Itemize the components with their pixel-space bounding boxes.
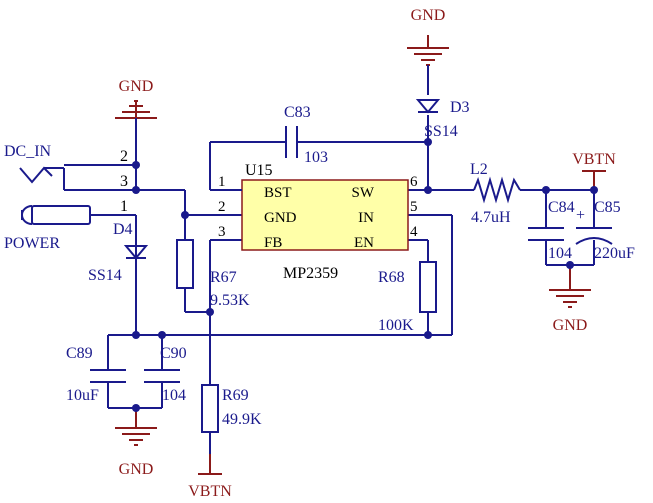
r68-ref: R68 [378, 269, 405, 286]
u15-pin-in: IN [358, 210, 374, 226]
vbtn-label-top: VBTN [572, 151, 616, 168]
u15-pin-3-num: 3 [218, 224, 226, 240]
resistor-r67: R67 9.53K [176, 239, 250, 309]
l2-ref: L2 [470, 161, 488, 178]
u15-pin-1-num: 1 [218, 174, 226, 190]
u15-pin-6-num: 6 [410, 174, 418, 190]
resistor-r68: R68 100K [378, 261, 437, 334]
capacitor-c83: C83 103 [284, 104, 328, 166]
vbtn-symbol-top: VBTN [572, 151, 616, 190]
gnd-label-input-caps: GND [119, 461, 154, 478]
u15-part: MP2359 [283, 265, 338, 282]
u15-pin-en: EN [354, 235, 374, 251]
gnd-symbol-connector: GND [115, 78, 157, 119]
gnd-label-d3: GND [411, 7, 446, 24]
power-connector-label: POWER [4, 235, 60, 252]
r69-ref: R69 [222, 387, 249, 404]
diode-d3: D3 SS14 [415, 99, 470, 140]
resistor-r69: R69 49.9K [201, 384, 262, 433]
connector-pin-3: 3 [120, 173, 128, 190]
vbtn-label-bottom: VBTN [188, 483, 232, 500]
capacitor-c85: + C85 220uF [575, 199, 635, 262]
capacitor-c84: C84 104 [528, 199, 575, 262]
ic-u15: U15 MP2359 1 2 3 BST GND FB 6 5 4 SW IN … [210, 162, 418, 282]
gnd-label-connector: GND [119, 78, 154, 95]
inductor-l2: L2 4.7uH [470, 161, 521, 226]
c83-ref: C83 [284, 104, 311, 121]
u15-pin-fb: FB [264, 235, 282, 251]
r67-ref: R67 [210, 269, 237, 286]
d3-ref: D3 [450, 99, 470, 116]
d4-ref: D4 [113, 221, 133, 238]
diode-d4: D4 SS14 [88, 221, 149, 284]
junction-dots [132, 138, 598, 412]
c89-value: 10uF [66, 387, 99, 404]
l2-value: 4.7uH [471, 209, 511, 226]
gnd-symbol-input-caps: GND [115, 408, 157, 478]
c84-value: 104 [548, 245, 572, 262]
u15-pin-4-num: 4 [410, 224, 418, 240]
c85-value: 220uF [594, 245, 635, 262]
u15-ref: U15 [245, 162, 273, 179]
u15-pin-2-num: 2 [218, 199, 226, 215]
r69-value: 49.9K [222, 411, 262, 428]
dc-in-net-label: DC_IN [4, 143, 52, 160]
d3-value: SS14 [424, 123, 458, 140]
r67-value: 9.53K [210, 292, 250, 309]
vbtn-symbol-bottom: VBTN [188, 454, 232, 500]
connector-pin-2: 2 [120, 148, 128, 165]
capacitor-c90: C90 104 [144, 345, 187, 404]
c83-value: 103 [304, 149, 328, 166]
c85-ref: C85 [594, 199, 621, 216]
c89-ref: C89 [66, 345, 93, 362]
gnd-symbol-output-caps: GND [549, 265, 591, 334]
c84-ref: C84 [548, 199, 575, 216]
c90-value: 104 [162, 387, 186, 404]
wires [64, 65, 595, 454]
u15-pin-gnd: GND [264, 210, 297, 226]
u15-pin-5-num: 5 [410, 199, 418, 215]
d4-value: SS14 [88, 267, 122, 284]
r68-value: 100K [378, 317, 414, 334]
u15-pin-sw: SW [352, 185, 375, 201]
u15-pin-bst: BST [264, 185, 292, 201]
gnd-label-output-caps: GND [553, 317, 588, 334]
gnd-symbol-d3: GND [407, 7, 449, 66]
dc-jack-connector: DC_IN POWER 2 3 1 [4, 143, 128, 252]
c85-polarity-mark: + [576, 207, 585, 224]
c90-ref: C90 [160, 345, 187, 362]
connector-pin-1: 1 [120, 198, 128, 215]
capacitor-c89: C89 10uF [66, 345, 126, 404]
